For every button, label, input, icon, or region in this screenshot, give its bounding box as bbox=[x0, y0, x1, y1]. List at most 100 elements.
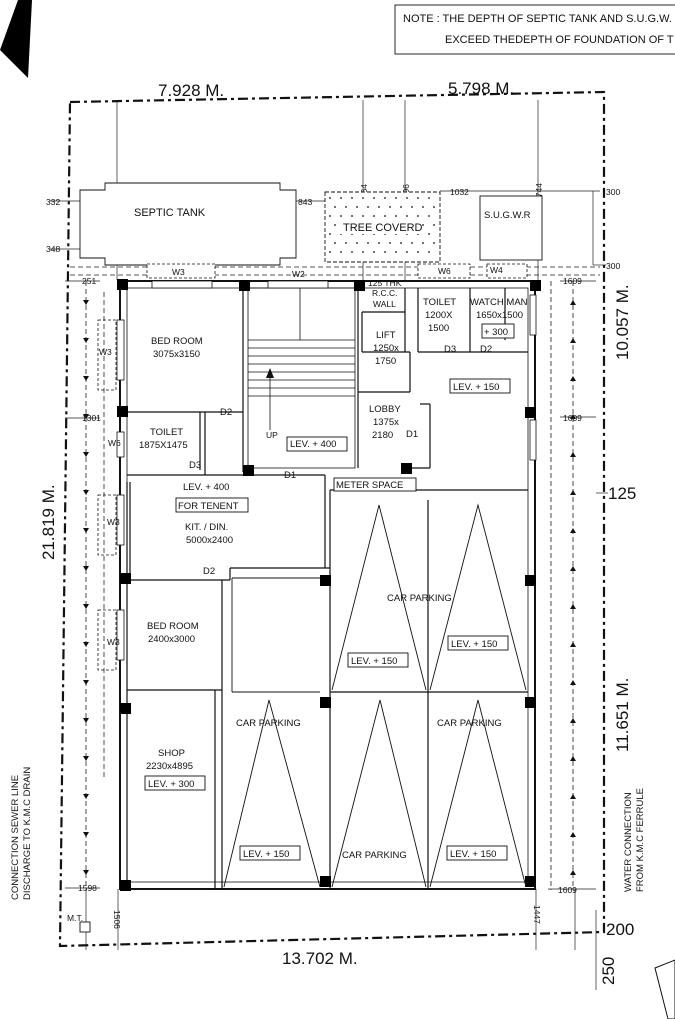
dim-300-a: 300 bbox=[606, 187, 620, 197]
kitchen-dining-label: KIT. / DIN. bbox=[185, 522, 228, 533]
service-labels: CONNECTION SEWER LINE DISCHARGE TO K.M.C… bbox=[10, 767, 646, 933]
rcc-wall-line-2: R.C.C. bbox=[372, 288, 398, 298]
toilet-2-size-1: 1200X bbox=[425, 310, 453, 321]
toilet-1-size: 1875X1475 bbox=[139, 440, 188, 451]
note-line-2: EXCEED THEDEPTH OF FOUNDATION OF T bbox=[445, 34, 674, 46]
dim-1032: 1032 bbox=[450, 187, 469, 197]
kitchen-dining-size: 5000x2400 bbox=[186, 535, 233, 546]
dim-right-upper: 10.057 M. bbox=[613, 284, 632, 360]
rcc-wall-line-3: WALL bbox=[373, 299, 396, 309]
note-line-1: NOTE : THE DEPTH OF SEPTIC TANK AND S.U.… bbox=[403, 13, 672, 25]
bed-room-2-size: 2400x3000 bbox=[148, 634, 195, 645]
car-parking-1-level-right: LEV. + 150 bbox=[451, 639, 497, 650]
dim-left: 21.819 M. bbox=[39, 484, 58, 560]
drain-lines-side bbox=[83, 281, 576, 890]
car-parking-3-label: CAR PARKING bbox=[437, 718, 502, 729]
dim-4744: 4744 bbox=[534, 183, 544, 202]
note-box: NOTE : THE DEPTH OF SEPTIC TANK AND S.U.… bbox=[394, 4, 675, 55]
columns bbox=[117, 279, 541, 891]
north-arrow-icon bbox=[0, 0, 32, 78]
dim-1506: 1506 bbox=[112, 910, 122, 929]
septic-tank: SEPTIC TANK bbox=[79, 182, 297, 266]
water-connection-label-2: FROM K.M.C FERRULE bbox=[635, 788, 646, 892]
shop-level: LEV. + 300 bbox=[148, 779, 194, 790]
watchman-level: + 300 bbox=[484, 327, 508, 338]
meter-space-label: METER SPACE bbox=[336, 480, 403, 491]
door-d2-watchman: D2 bbox=[480, 344, 492, 355]
lobby-level: LEV. + 150 bbox=[453, 382, 499, 393]
window-w3-bedroom: W3 bbox=[99, 347, 112, 357]
plot-boundary bbox=[58, 90, 606, 948]
toilet-2-size-2: 1500 bbox=[428, 323, 449, 334]
shop-size: 2230x4895 bbox=[146, 761, 193, 772]
window-w4: W4 bbox=[490, 265, 503, 275]
door-d3-toilet: D3 bbox=[189, 460, 201, 471]
stair: UP LEV. + 400 bbox=[247, 287, 356, 469]
septic-tank-label: SEPTIC TANK bbox=[134, 207, 206, 219]
sewer-line-label-2: DISCHARGE TO K.M.C DRAIN bbox=[22, 767, 33, 900]
window-w2: W2 bbox=[292, 269, 305, 279]
sewer-line-label-1: CONNECTION SEWER LINE bbox=[10, 775, 21, 900]
dim-top-left: 7.928 M. bbox=[158, 81, 224, 100]
neighbour-outline bbox=[654, 959, 675, 1019]
door-d1: D1 bbox=[284, 470, 296, 481]
tree-covered-area: TREE COVERD bbox=[324, 191, 441, 263]
opening-tags: D1 D1 D2 D2 D2 D3 D3 W2 W3 W3 W3 W3 W4 W… bbox=[99, 265, 503, 647]
window-w3-top: W3 bbox=[172, 267, 185, 277]
watchman-label: WATCH MAN bbox=[470, 297, 528, 308]
watchman-size: 1650x1500 bbox=[476, 310, 523, 321]
dim-348: 348 bbox=[46, 244, 60, 254]
sugwr-label: S.U.G.W.R bbox=[484, 210, 531, 221]
lift-size-1: 1250x bbox=[373, 343, 399, 354]
dim-200: 200 bbox=[606, 920, 634, 939]
lobby-size-1: 1375x bbox=[373, 417, 399, 428]
door-d1-lobby: D1 bbox=[406, 429, 418, 440]
car-parking-2-label: CAR PARKING bbox=[236, 718, 301, 729]
window-w3-bedroom-2: W3 bbox=[107, 637, 120, 647]
dim-1609-c: 1609 bbox=[558, 885, 577, 895]
dim-843: 843 bbox=[298, 197, 312, 207]
interior-walls bbox=[126, 288, 528, 889]
door-d2-kitchen: D2 bbox=[203, 566, 215, 577]
dim-300-b: 300 bbox=[606, 261, 620, 271]
door-d3-toilet-2: D3 bbox=[444, 344, 456, 355]
bed-room-1-size: 3075x3150 bbox=[153, 349, 200, 360]
lobby-size-2: 2180 bbox=[372, 430, 393, 441]
bed-room-2-label: BED ROOM bbox=[147, 621, 199, 632]
dim-right-lower: 11.651 M. bbox=[613, 678, 632, 752]
car-parking-4-label: CAR PARKING bbox=[342, 850, 407, 861]
windows bbox=[97, 263, 537, 671]
dim-250: 250 bbox=[599, 957, 618, 985]
dim-bottom: 13.702 M. bbox=[282, 949, 358, 968]
rcc-wall-line-1: 125 THK bbox=[368, 278, 402, 288]
mt-label: M.T. bbox=[67, 913, 83, 923]
door-d2-bedroom: D2 bbox=[220, 407, 232, 418]
lift-label: LIFT bbox=[376, 330, 396, 341]
dim-1598: 1598 bbox=[78, 883, 97, 893]
car-parking-2-level: LEV. + 150 bbox=[243, 849, 289, 860]
window-w6-toilet: W6 bbox=[108, 438, 121, 448]
tree-covered-label: TREE COVERD bbox=[343, 222, 423, 234]
car-parking-1-label: CAR PARKING bbox=[387, 593, 452, 604]
tenant-level: LEV. + 400 bbox=[183, 482, 229, 493]
room-labels: BED ROOM 3075x3150 TOILET 1875X1475 LEV.… bbox=[139, 278, 528, 861]
car-parking-4-level: LEV. + 150 bbox=[450, 849, 496, 860]
dim-1301: 1301 bbox=[82, 413, 101, 423]
toilet-2-label: TOILET bbox=[423, 297, 456, 308]
dim-1609-a: 1609 bbox=[563, 276, 582, 286]
lobby-label: LOBBY bbox=[369, 404, 401, 415]
dim-251: 251 bbox=[82, 276, 96, 286]
dim-125: 125 bbox=[608, 484, 636, 503]
shop-label: SHOP bbox=[158, 748, 185, 759]
bed-room-1-label: BED ROOM bbox=[151, 336, 203, 347]
window-w6-top: W6 bbox=[438, 266, 451, 276]
dim-332: 332 bbox=[46, 197, 60, 207]
lift-size-2: 1750 bbox=[375, 356, 396, 367]
sugwr-tank: S.U.G.W.R bbox=[479, 195, 543, 261]
water-connection-label-1: WATER CONNECTION bbox=[623, 792, 634, 892]
stair-level-label: LEV. + 400 bbox=[290, 439, 336, 450]
dim-top-right: 5.798 M. bbox=[448, 79, 514, 98]
car-parking-ramps bbox=[223, 503, 527, 888]
car-parking-1-level-left: LEV. + 150 bbox=[351, 656, 397, 667]
